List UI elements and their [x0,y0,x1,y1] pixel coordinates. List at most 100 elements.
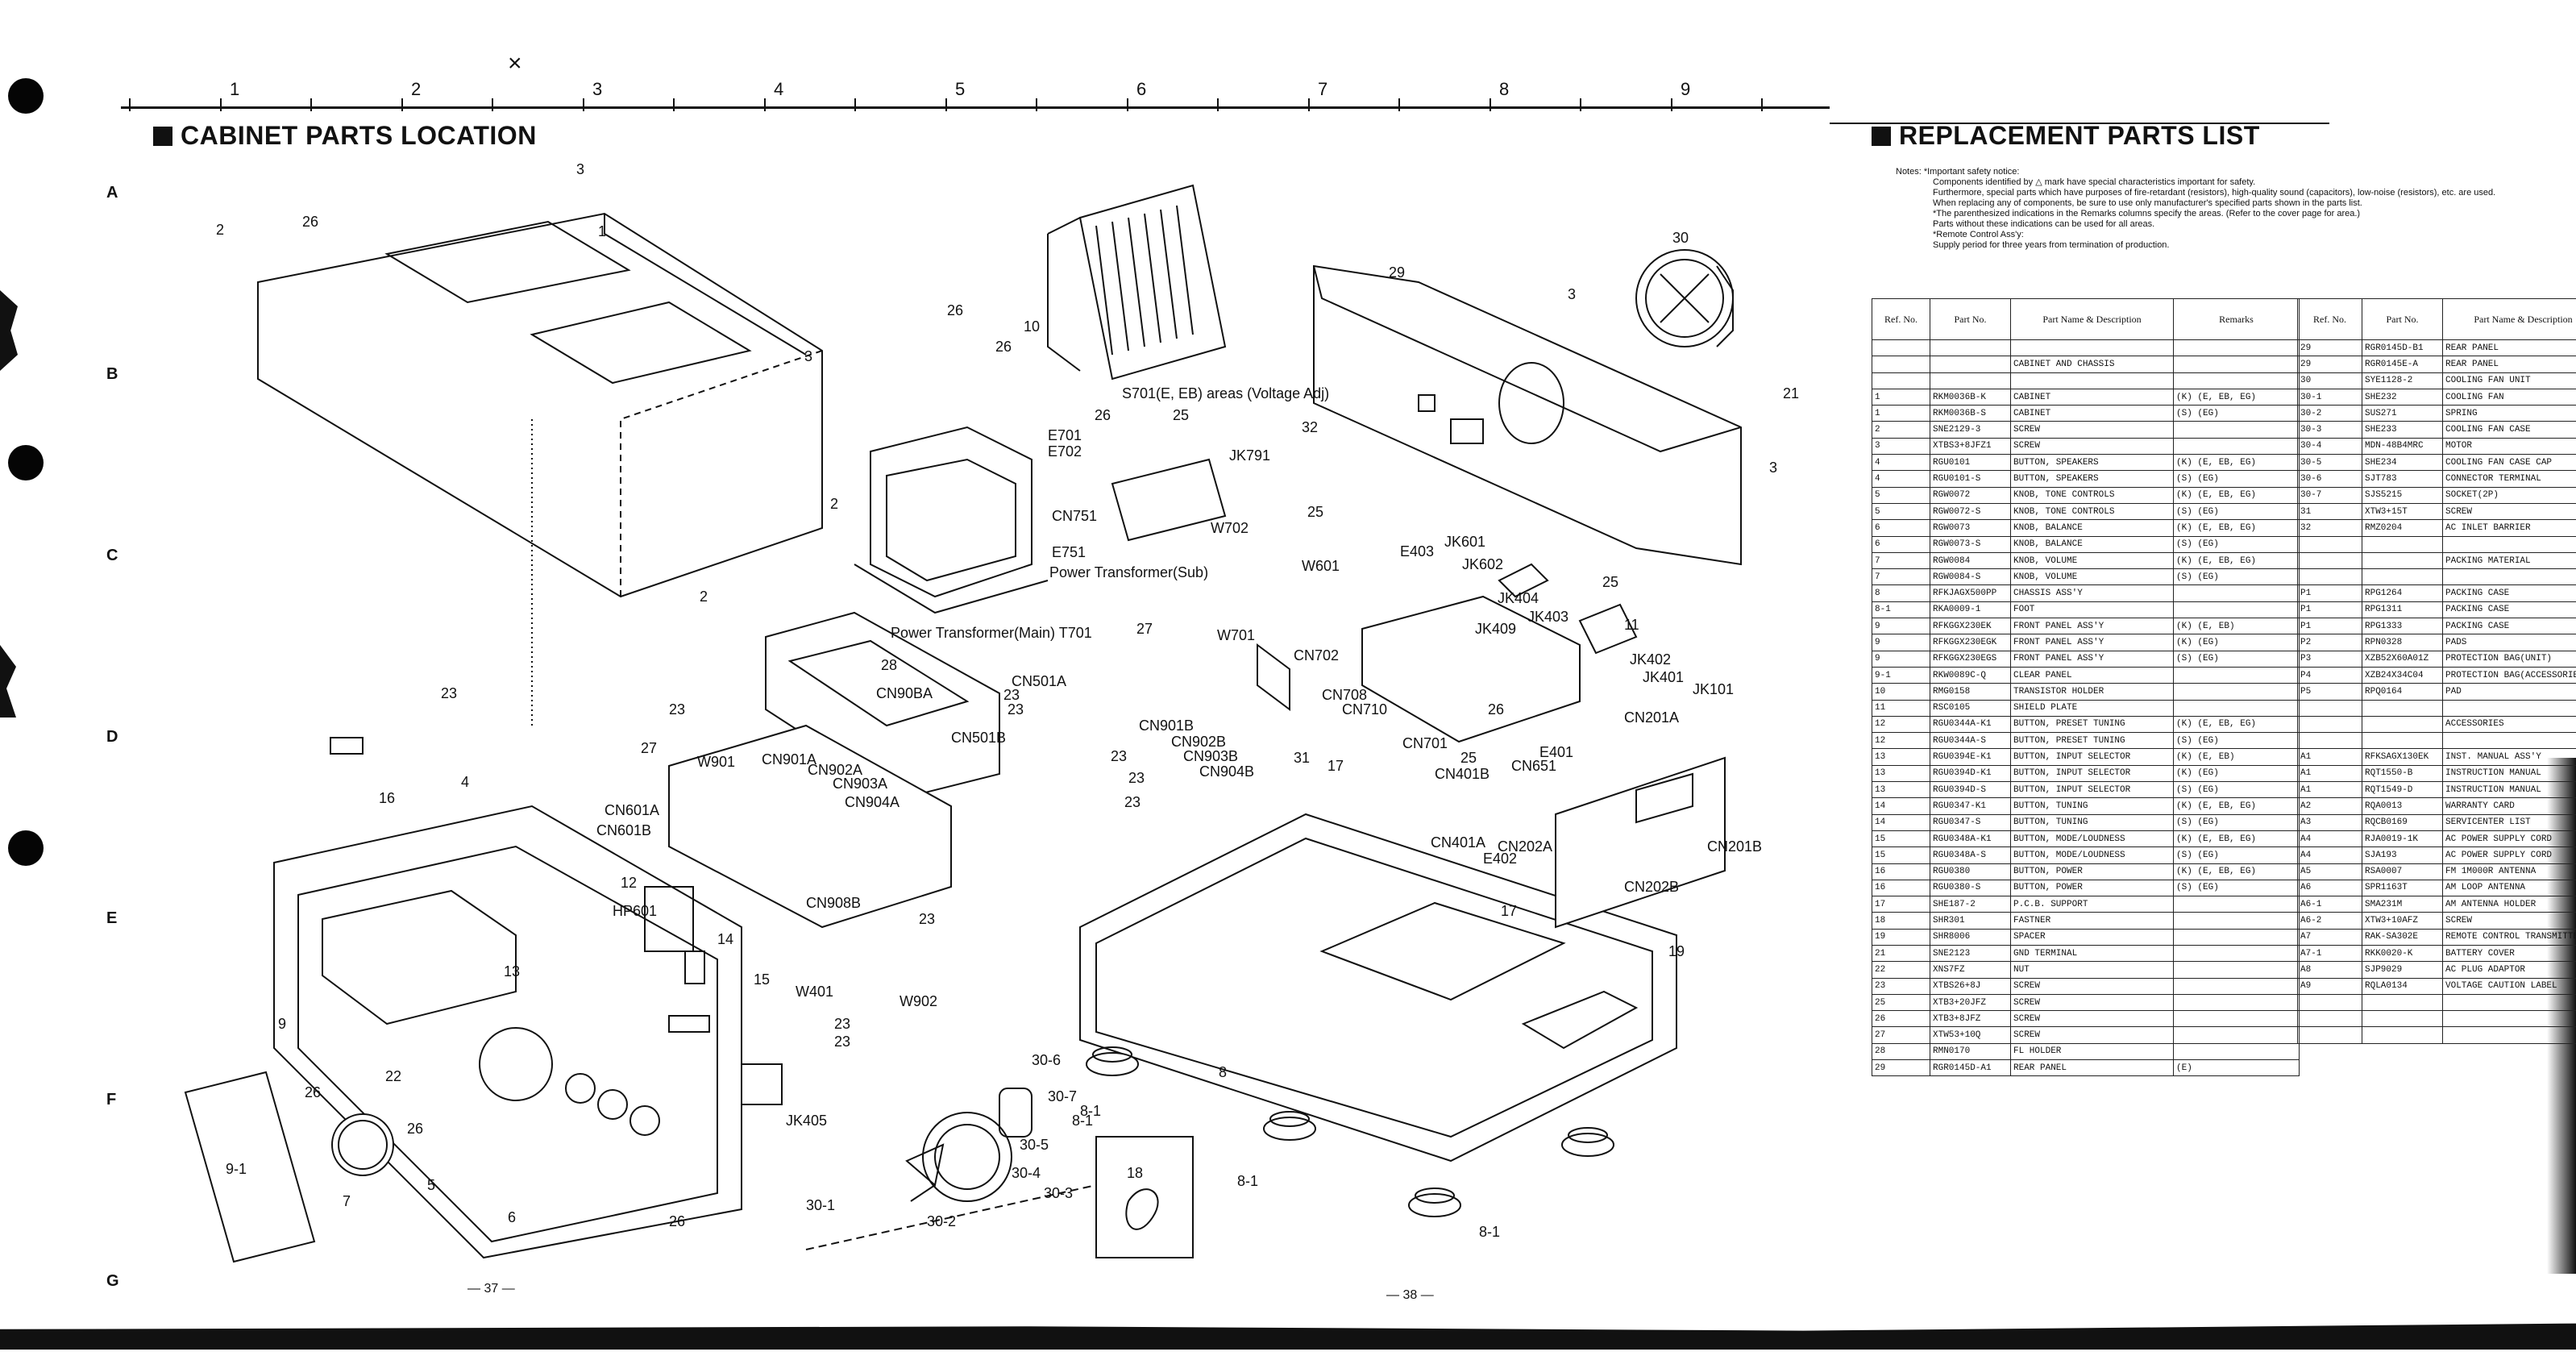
table-cell: 22 [1872,961,1930,979]
callout-label: CN903B [1183,748,1239,764]
callout-label: 26 [305,1084,322,1100]
table-cell: (K) (E, EB, EG) [2173,551,2300,570]
table-cell: RQT1550-B [2362,764,2443,783]
table-cell: 21 [1872,944,1930,963]
ruler-tick [1307,98,1310,111]
note-line: Supply period for three years from termi… [1933,240,2170,250]
callout-label: 27 [641,740,658,756]
table-cell [2442,1026,2576,1044]
table-cell: 30 [2297,372,2362,389]
table-cell: 30-3 [2297,421,2362,439]
table-cell: (K) (EG) [2173,764,2300,783]
table-cell: XTW3+10AFZ [2362,912,2443,930]
callout-label: W902 [900,993,938,1009]
callout-label: 25 [1173,407,1190,423]
table-cell: RGW0072 [1930,486,2011,504]
callout-label: 27 [1136,621,1153,637]
table-cell [2442,699,2576,717]
table-cell [2173,961,2300,979]
table-cell: RKW0089C-Q [1930,666,2011,684]
table-cell: BUTTON, MODE/LOUDNESS [2010,846,2174,864]
callout-label: 8-1 [1237,1173,1259,1189]
title-square-icon [1872,126,1891,146]
table-cell: (S) (EG) [2173,405,2300,422]
column-number: 6 [1136,79,1147,99]
table-cell [2362,568,2443,586]
table-cell: RGU0101 [1930,454,2011,472]
table-row [2297,1026,2576,1044]
note-line: Furthermore, special parts which have pu… [1933,188,2496,198]
table-cell: (K) (E, EB, EG) [2173,797,2300,815]
table-cell: A4 [2297,830,2362,848]
table-cell: KNOB, VOLUME [2010,568,2174,586]
table-cell: 30-5 [2297,454,2362,472]
table-cell: A7 [2297,928,2362,946]
table-cell: XTB3+8JFZ [1930,1010,2011,1028]
table-cell: 9-1 [1872,666,1930,684]
callout-label: CN90BA [876,685,933,701]
table-cell: REAR PANEL [2010,1059,2174,1077]
table-cell: RGU0394E-K1 [1930,748,2011,766]
table-cell: 28 [1872,1042,1930,1061]
callout-label: 7 [343,1193,351,1209]
row-letter: E [106,909,118,927]
callout-label: 8 [1219,1064,1228,1080]
table-cell: XTB3+20JFZ [1930,993,2011,1012]
table-cell: RGU0347-K1 [1930,797,2011,815]
row-letter: G [106,1272,119,1290]
note-line: *Remote Control Ass'y: [1933,230,2024,239]
callout-label: 26 [669,1213,686,1229]
table-cell: XTW53+10Q [1930,1026,2011,1044]
table-cell: 6 [1872,519,1930,537]
table-row [1872,339,2300,357]
callout-label: 17 [1327,758,1344,774]
table-cell: INST. MANUAL ASS'Y [2442,748,2576,766]
page-number-38: — 38 — [1386,1288,1434,1302]
table-cell: A4 [2297,846,2362,864]
top-ruler [121,106,1830,109]
table-cell: RFKGGX230EGK [1930,634,2011,651]
callout-label: 17 [1501,903,1518,919]
callout-label: JK791 [1229,447,1271,464]
ruler-tick [310,98,312,111]
table-cell: A5 [2297,863,2362,880]
callout-label: 26 [1095,407,1111,423]
table-cell: KNOB, VOLUME [2010,551,2174,570]
table-cell: COOLING FAN UNIT [2442,372,2576,389]
table-row [2297,732,2576,750]
table-cell: (S) (EG) [2173,470,2300,488]
column-header: Part No. [2362,298,2443,340]
callout-label: 25 [1602,574,1619,590]
table-cell: CABINET AND CHASSIS [2010,356,2174,373]
callout-label: 9-1 [226,1161,247,1177]
table-cell: SHE234 [2362,454,2443,472]
table-cell [2297,551,2362,570]
callout-label: JK602 [1462,556,1504,572]
table-cell: CLEAR PANEL [2010,666,2174,684]
callout-label: Power Transformer(Main) T701 [891,625,1092,641]
table-cell [1930,339,2011,357]
callout-label: 26 [302,214,319,230]
callout-label: 23 [919,911,936,927]
table-cell: (K) (E, EB, EG) [2173,715,2300,734]
table-cell: BUTTON, POWER [2010,863,2174,880]
table-row [2297,993,2576,1012]
table-cell: MDN-48B4MRC [2362,437,2443,455]
table-cell [2173,666,2300,684]
row-letter: F [106,1091,117,1109]
table-cell: BUTTON, INPUT SELECTOR [2010,781,2174,799]
